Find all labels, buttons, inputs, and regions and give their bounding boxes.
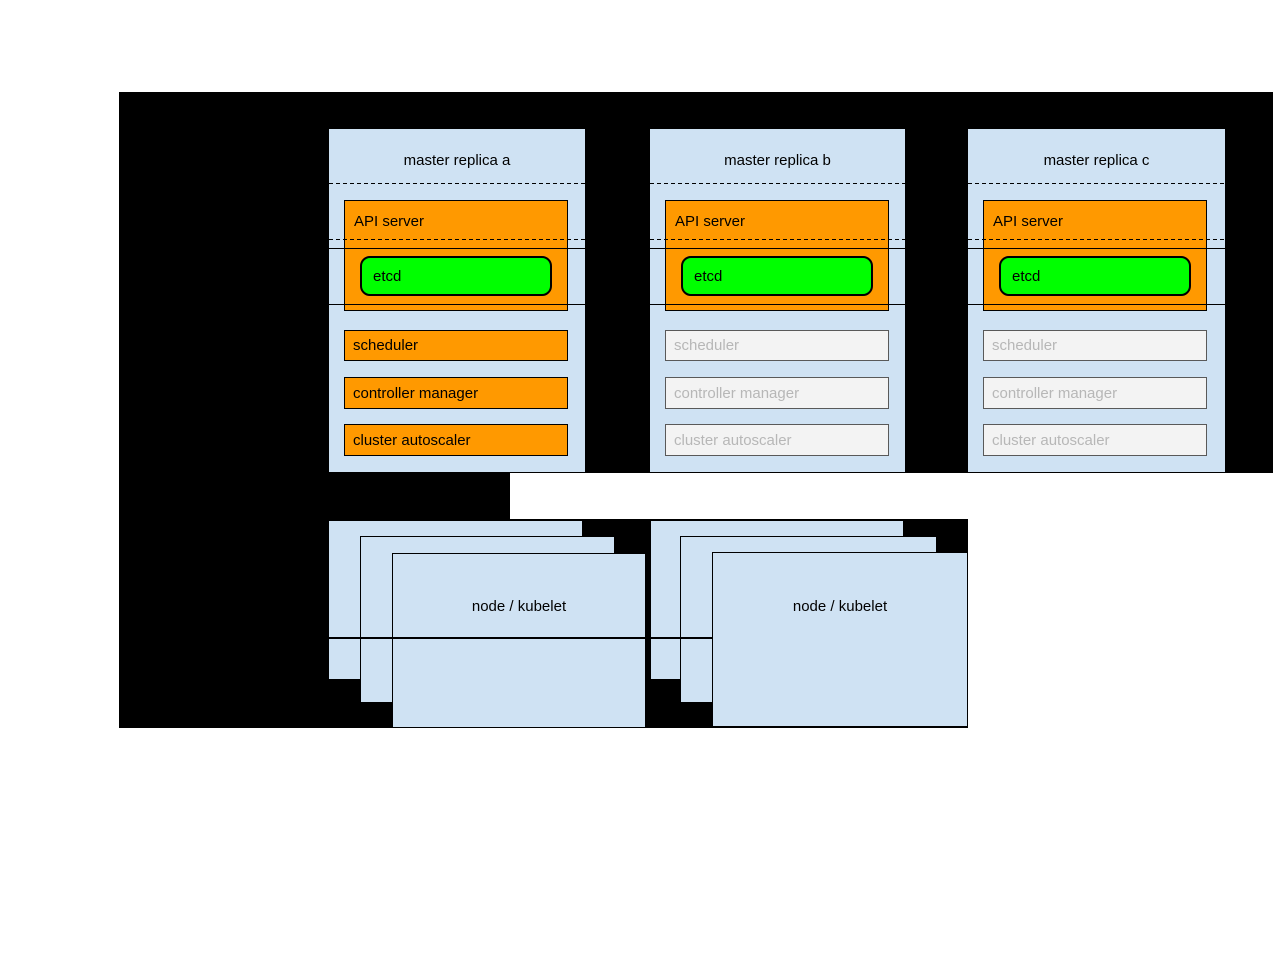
etcd-label: etcd	[373, 267, 402, 285]
etcd-band-dashed-line	[968, 239, 1225, 240]
master-replica-c-card: master replica c API server etcd schedul…	[968, 129, 1225, 472]
etcd-box: etcd	[681, 256, 873, 296]
scheduler-label: scheduler	[674, 337, 740, 354]
title-separator-dashed-line	[329, 183, 585, 184]
controller-manager-label: controller manager	[353, 384, 479, 402]
etcd-band-dashed-line	[650, 239, 905, 240]
cluster-autoscaler-box: cluster autoscaler	[665, 424, 889, 456]
title-separator-dashed-line	[650, 183, 905, 184]
backdrop-panel-middle	[119, 473, 510, 519]
etcd-band-top-line	[329, 248, 585, 249]
replica-title: master replica a	[403, 152, 511, 169]
api-server-label: API server	[993, 213, 1064, 230]
etcd-band-bottom-line	[968, 304, 1225, 305]
controller-manager-label: controller manager	[674, 384, 800, 402]
api-server-label: API server	[354, 213, 425, 230]
cluster-autoscaler-box: cluster autoscaler	[983, 424, 1207, 456]
replica-title: master replica b	[724, 152, 831, 169]
etcd-box: etcd	[360, 256, 552, 296]
cluster-autoscaler-label: cluster autoscaler	[992, 431, 1110, 449]
controller-manager-box: controller manager	[665, 377, 889, 409]
cluster-autoscaler-box: cluster autoscaler	[344, 424, 568, 456]
controller-manager-box: controller manager	[344, 377, 568, 409]
controller-manager-label: controller manager	[992, 384, 1118, 402]
master-replica-a-card: master replica a API server etcd schedul…	[329, 129, 585, 472]
scheduler-box: scheduler	[344, 330, 568, 361]
scheduler-box: scheduler	[983, 330, 1207, 361]
scheduler-label: scheduler	[353, 337, 419, 354]
node-box-front	[712, 552, 968, 727]
etcd-band-top-line	[650, 248, 905, 249]
node-label: node / kubelet	[471, 598, 567, 615]
node-divider-line	[328, 637, 712, 639]
api-server-label: API server	[675, 213, 746, 230]
scheduler-box: scheduler	[665, 330, 889, 361]
title-separator-dashed-line	[968, 183, 1225, 184]
replica-title: master replica c	[1043, 152, 1150, 169]
node-label: node / kubelet	[792, 598, 888, 615]
etcd-band-bottom-line	[329, 304, 585, 305]
etcd-band-bottom-line	[650, 304, 905, 305]
etcd-band-dashed-line	[329, 239, 585, 240]
cluster-autoscaler-label: cluster autoscaler	[674, 431, 792, 449]
scheduler-label: scheduler	[992, 337, 1058, 354]
node-box-front	[392, 553, 646, 728]
etcd-label: etcd	[694, 267, 723, 285]
etcd-box: etcd	[999, 256, 1191, 296]
cluster-autoscaler-label: cluster autoscaler	[353, 431, 471, 449]
master-replica-b-card: master replica b API server etcd schedul…	[650, 129, 905, 472]
etcd-label: etcd	[1012, 267, 1041, 285]
etcd-band-top-line	[968, 248, 1225, 249]
controller-manager-box: controller manager	[983, 377, 1207, 409]
